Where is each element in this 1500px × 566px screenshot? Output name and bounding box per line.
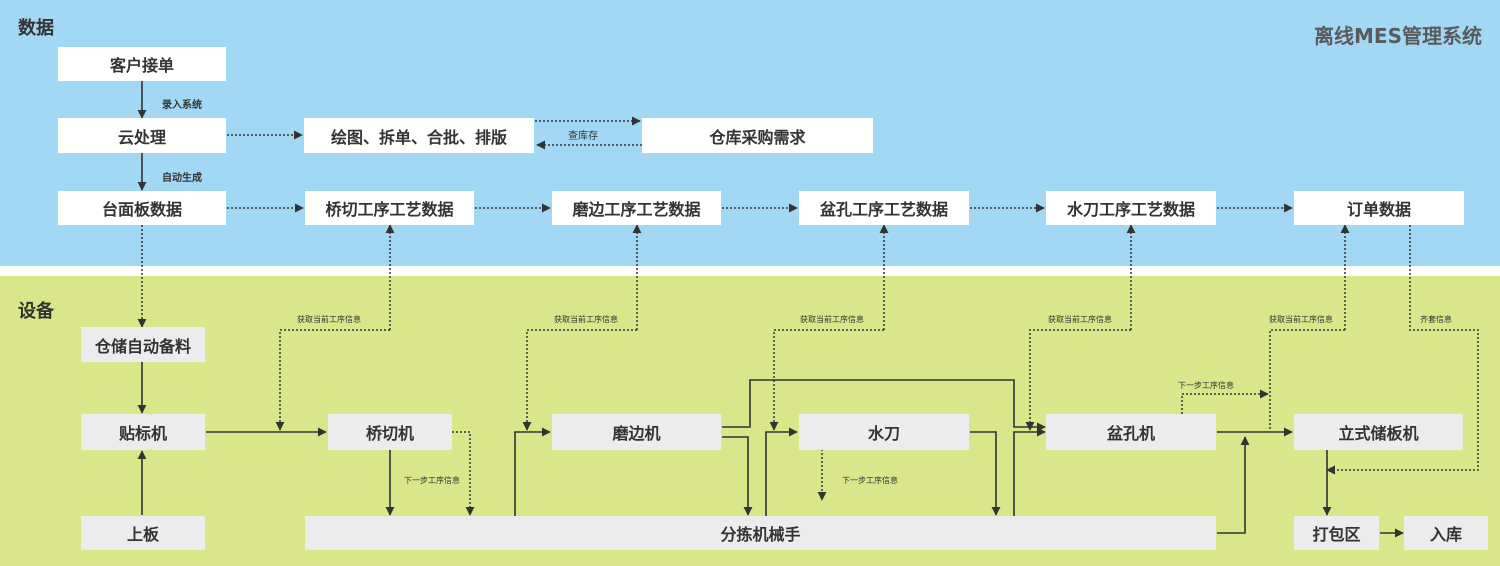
loop-down-bridge xyxy=(275,329,390,431)
node-bridge-cut-data: 桥切工序工艺数据 xyxy=(305,191,474,225)
loop-down-edging xyxy=(522,329,637,431)
next-step-bridge xyxy=(452,431,475,516)
label-get-info-waterjet: 获取当前工序信息 xyxy=(800,315,864,324)
node-labeler: 贴标机 xyxy=(81,414,205,450)
arrow-edging-to-basin-machine xyxy=(722,379,1046,432)
label-get-info-storage: 获取当前工序信息 xyxy=(1269,315,1333,324)
label-next-step-basin: 下一步工序信息 xyxy=(1178,381,1234,390)
arrow-waterjet-to-sorter xyxy=(970,431,1001,516)
node-warehouse-demand: 仓库采购需求 xyxy=(642,118,873,153)
node-drawing-tasks: 绘图、拆单、合批、排版 xyxy=(304,118,534,153)
label-auto-generate: 自动生成 xyxy=(162,173,202,184)
solid-equipment-arrows xyxy=(137,362,1404,538)
label-enter-system: 录入系统 xyxy=(162,100,202,111)
next-step-basin xyxy=(1181,389,1269,414)
node-cloud-processing: 云处理 xyxy=(58,118,226,153)
node-warehousing: 入库 xyxy=(1404,516,1488,550)
arrow-sorter-to-storage xyxy=(1217,436,1250,534)
label-kit-info: 齐套信息 xyxy=(1420,315,1452,324)
node-basin-hole-machine: 盆孔机 xyxy=(1046,414,1216,450)
arrow-sorter-to-edging xyxy=(514,427,551,516)
node-packing-area: 打包区 xyxy=(1294,516,1379,550)
node-loading: 上板 xyxy=(81,516,205,550)
loop-down-storage xyxy=(1269,329,1345,430)
label-get-info-edging: 获取当前工序信息 xyxy=(554,315,618,324)
section-label-data: 数据 xyxy=(18,18,54,39)
label-get-info-basin: 获取当前工序信息 xyxy=(1048,315,1112,324)
arrow-sorter-to-waterjet xyxy=(765,427,798,516)
label-next-step-bridge: 下一步工序信息 xyxy=(404,476,460,485)
node-waterjet: 水刀 xyxy=(799,414,969,450)
dotted-data-arrows xyxy=(137,116,1293,328)
node-auto-stock: 仓储自动备料 xyxy=(81,327,205,362)
app-title: 离线MES管理系统 xyxy=(1314,24,1482,48)
label-check-inventory: 查库存 xyxy=(568,131,598,142)
node-vertical-storage: 立式储板机 xyxy=(1294,414,1463,450)
band-separator xyxy=(0,266,1500,276)
node-order-data: 订单数据 xyxy=(1294,191,1464,225)
label-get-info-bridge: 获取当前工序信息 xyxy=(297,315,361,324)
arrow-edging-to-sorter xyxy=(722,436,753,516)
process-info-loops xyxy=(275,224,1479,516)
loop-down-waterjet xyxy=(769,329,884,431)
arrow-sorter-to-basin xyxy=(1013,427,1046,516)
section-label-equipment: 设备 xyxy=(18,301,54,322)
node-edger: 磨边机 xyxy=(552,414,721,450)
node-edging-data: 磨边工序工艺数据 xyxy=(552,191,721,225)
kit-info-flow xyxy=(1326,225,1479,475)
node-basin-hole-data: 盆孔工序工艺数据 xyxy=(799,191,969,225)
node-countertop-data: 台面板数据 xyxy=(58,191,226,225)
node-sorting-robot: 分拣机械手 xyxy=(305,516,1216,550)
loop-down-basin xyxy=(1025,329,1131,431)
node-customer-order: 客户接单 xyxy=(58,47,226,81)
node-bridge-cutter: 桥切机 xyxy=(328,414,452,450)
node-waterjet-data: 水刀工序工艺数据 xyxy=(1046,191,1216,225)
label-next-step-waterjet: 下一步工序信息 xyxy=(842,476,898,485)
